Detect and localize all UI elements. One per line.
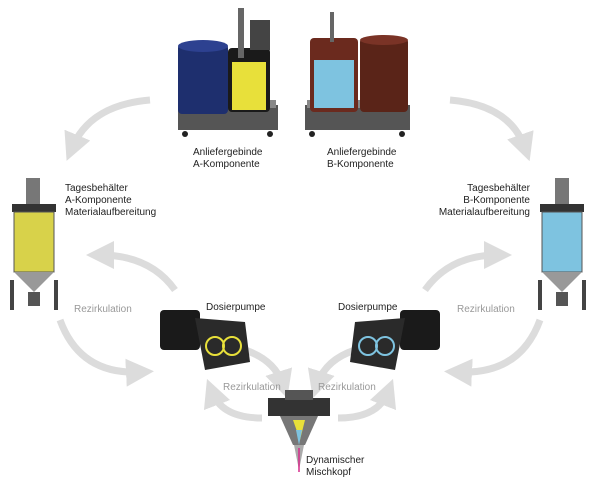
tank-b-illustration bbox=[538, 178, 586, 310]
pump-b-label: Dosierpumpe bbox=[338, 302, 398, 313]
arrow-mixhead-to-pump-b bbox=[337, 378, 397, 422]
recirculation-label-pump-b: Rezirkulation bbox=[318, 382, 376, 393]
tank-b-label-line2: B-Komponente bbox=[463, 195, 530, 206]
pump-b-illustration bbox=[350, 310, 440, 370]
arrow-pump-b-to-mixhead bbox=[307, 346, 357, 399]
drums-b-illustration bbox=[305, 12, 410, 137]
arrow-recirc-tank-a-to-pump-a bbox=[56, 318, 154, 387]
drums-a-label-line1: Anliefergebinde bbox=[193, 147, 263, 158]
drums-a-label-line2: A-Komponente bbox=[193, 159, 260, 170]
recirculation-label-tank-a: Rezirkulation bbox=[74, 304, 132, 315]
tank-a-label-line3: Materialaufbereitung bbox=[65, 207, 157, 218]
flow-arrows bbox=[56, 96, 544, 422]
drums-b-label: Anliefergebinde B-Komponente bbox=[327, 147, 397, 171]
drums-a-illustration bbox=[178, 8, 278, 137]
mixhead-label-line1: Dynamischer bbox=[306, 455, 365, 466]
arrow-drums-b-to-tank-b bbox=[449, 96, 534, 162]
mixhead-label: Dynamischer Mischkopf bbox=[306, 455, 364, 479]
arrow-drums-a-to-tank-a bbox=[64, 96, 151, 161]
tank-a-illustration bbox=[10, 178, 58, 310]
tank-b-label-line1: Tagesbehälter bbox=[467, 183, 530, 194]
tank-b-label-line3: Materialaufbereitung bbox=[438, 207, 530, 218]
mixhead-illustration bbox=[268, 390, 330, 472]
drums-a-label: Anliefergebinde A-Komponente bbox=[193, 147, 263, 171]
arrow-mixhead-to-pump-a bbox=[203, 378, 263, 422]
pump-a-label: Dosierpumpe bbox=[206, 302, 266, 313]
drums-b-label-line1: Anliefergebinde bbox=[327, 147, 397, 158]
tank-b-label: Tagesbehälter B-Komponente Materialaufbe… bbox=[439, 183, 530, 219]
tank-a-label-line1: Tagesbehälter bbox=[65, 183, 128, 194]
tank-a-label: Tagesbehälter A-Komponente Materialaufbe… bbox=[65, 183, 156, 219]
pump-a-illustration bbox=[160, 310, 250, 370]
arrow-recirc-pump-a-to-tank-a bbox=[86, 241, 178, 293]
arrow-pump-a-to-mixhead bbox=[243, 346, 293, 399]
tank-a-label-line2: A-Komponente bbox=[65, 195, 132, 206]
recirculation-label-pump-a: Rezirkulation bbox=[223, 382, 281, 393]
arrow-recirc-pump-b-to-tank-b bbox=[422, 241, 512, 293]
drums-b-label-line2: B-Komponente bbox=[327, 159, 394, 170]
mixhead-label-line2: Mischkopf bbox=[306, 467, 352, 478]
arrow-recirc-tank-b-to-pump-b bbox=[444, 318, 544, 387]
recirculation-label-tank-b: Rezirkulation bbox=[457, 304, 515, 315]
